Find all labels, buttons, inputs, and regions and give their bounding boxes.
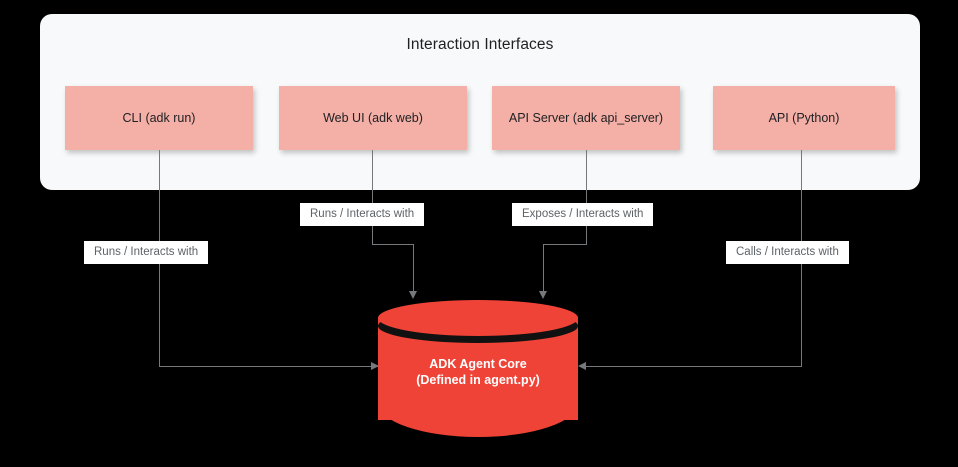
node-api-server-label: API Server (adk api_server) xyxy=(508,110,664,125)
node-web-ui-label: Web UI (adk web) xyxy=(323,110,423,125)
node-web-ui[interactable]: Web UI (adk web) xyxy=(279,86,467,150)
edge-webui-vertical-2 xyxy=(413,244,414,297)
edge-cli-arrowhead xyxy=(371,362,379,370)
core-label-line1: ADK Agent Core xyxy=(429,357,527,371)
node-adk-agent-core[interactable]: ADK Agent Core (Defined in agent.py) xyxy=(378,300,578,437)
edge-label-web-ui: Runs / Interacts with xyxy=(300,203,425,226)
node-api-python-label: API (Python) xyxy=(768,110,840,125)
edge-webui-arrowhead xyxy=(409,291,417,299)
edge-cli-horizontal xyxy=(159,366,378,367)
edge-label-cli: Runs / Interacts with xyxy=(84,241,209,264)
core-label-line2: (Defined in agent.py) xyxy=(416,373,540,387)
node-cli[interactable]: CLI (adk run) xyxy=(65,86,253,150)
node-cli-label: CLI (adk run) xyxy=(122,110,196,125)
node-adk-agent-core-label: ADK Agent Core (Defined in agent.py) xyxy=(378,356,578,388)
edge-label-api-python: Calls / Interacts with xyxy=(726,241,849,264)
node-api-server[interactable]: API Server (adk api_server) xyxy=(492,86,680,150)
edge-apipython-arrowhead xyxy=(578,362,586,370)
edge-apiserver-horizontal xyxy=(543,244,587,245)
edge-webui-vertical-1 xyxy=(372,150,373,245)
panel-title: Interaction Interfaces xyxy=(406,36,554,53)
edge-label-api-server: Exposes / Interacts with xyxy=(512,203,654,226)
edge-webui-horizontal xyxy=(372,244,414,245)
edge-apiserver-vertical-2 xyxy=(543,244,544,297)
edge-apipython-horizontal xyxy=(585,366,802,367)
edge-apiserver-vertical-1 xyxy=(586,150,587,245)
edge-apiserver-arrowhead xyxy=(539,291,547,299)
node-api-python[interactable]: API (Python) xyxy=(713,86,895,150)
cylinder-top-ellipse xyxy=(378,300,578,336)
